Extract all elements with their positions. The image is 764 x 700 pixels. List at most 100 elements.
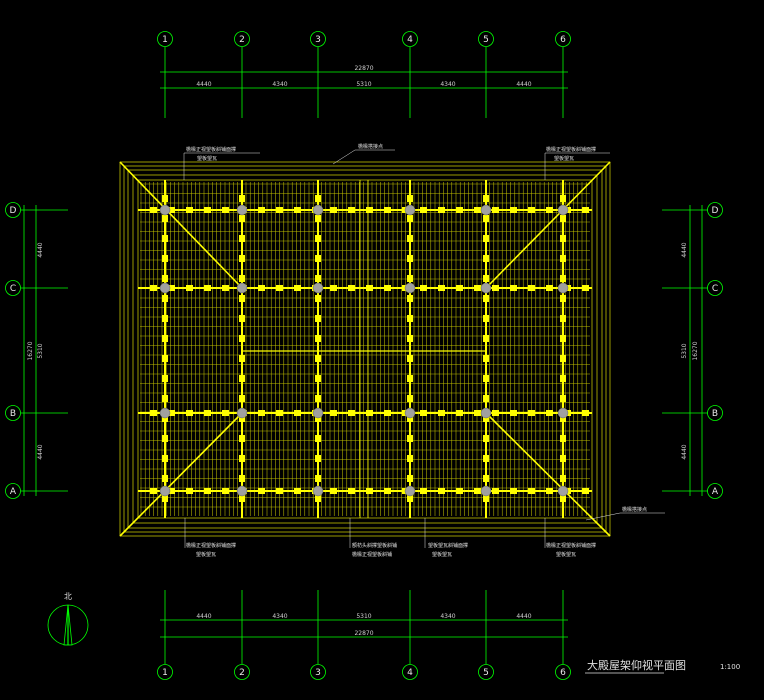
bracket-block: [528, 488, 535, 494]
bracket-block: [366, 285, 373, 291]
axis-bubble-right-D: D: [712, 206, 719, 216]
bracket-block: [239, 335, 245, 342]
column-marker: [404, 407, 416, 419]
bracket-block: [239, 375, 245, 382]
bracket-block: [258, 410, 265, 416]
dim-right-seg-3: 4440: [681, 444, 688, 459]
north-label: 北: [64, 592, 72, 601]
bracket-block: [186, 488, 193, 494]
bracket-block: [407, 375, 413, 382]
bracket-block: [276, 285, 283, 291]
bracket-block: [560, 195, 566, 202]
note-bottom-center2-1: 望板望瓦斜铺面撑: [428, 542, 468, 549]
bracket-block: [186, 207, 193, 213]
bracket-block: [546, 410, 553, 416]
note-bottom-center2-2: 望板望瓦: [432, 551, 452, 558]
axis-bubble-top-3: 3: [315, 35, 321, 45]
bracket-block: [150, 410, 157, 416]
rafter-lines-vertical: [140, 182, 587, 516]
bracket-block: [528, 410, 535, 416]
bracket-block: [162, 295, 168, 302]
bracket-block: [528, 285, 535, 291]
bracket-block: [366, 207, 373, 213]
dim-right-total: 16270: [692, 341, 699, 360]
bracket-block: [407, 315, 413, 322]
column-marker: [236, 282, 248, 294]
column-marker: [480, 204, 492, 216]
bracket-block: [420, 285, 427, 291]
note-bottom-center1-1: 额枋头斜撑望板斜铺: [352, 542, 397, 549]
bracket-block: [560, 475, 566, 482]
bracket-block: [407, 255, 413, 262]
bracket-block: [483, 355, 489, 362]
bracket-block: [162, 435, 168, 442]
bracket-block: [560, 275, 566, 282]
bracket-block: [315, 455, 321, 462]
dim-left-total: 16270: [27, 341, 34, 360]
bracket-block: [456, 410, 463, 416]
column-marker: [159, 282, 171, 294]
bracket-block: [330, 488, 337, 494]
bracket-block: [204, 285, 211, 291]
column-marker: [557, 282, 569, 294]
bracket-block: [258, 285, 265, 291]
axis-bubble-top-1: 1: [162, 35, 168, 45]
bracket-block: [162, 495, 168, 502]
bracket-block: [492, 285, 499, 291]
bracket-block: [407, 275, 413, 282]
bracket-block: [483, 375, 489, 382]
bracket-block: [560, 375, 566, 382]
bracket-block: [474, 488, 481, 494]
bracket-block: [162, 255, 168, 262]
bracket-block: [222, 488, 229, 494]
bracket-block: [150, 488, 157, 494]
note-top-right-1: 檐椽正视望板斜铺面撑: [546, 146, 596, 153]
bracket-block: [483, 195, 489, 202]
bracket-block: [407, 475, 413, 482]
bracket-block: [258, 488, 265, 494]
bracket-block: [239, 415, 245, 422]
bracket-block: [546, 488, 553, 494]
north-arrow: [47, 604, 89, 646]
bracket-block: [204, 207, 211, 213]
bracket-block: [315, 495, 321, 502]
bracket-block: [492, 410, 499, 416]
bracket-block: [315, 255, 321, 262]
axis-bubble-bottom-6: 6: [560, 668, 566, 678]
bracket-block: [330, 410, 337, 416]
column-marker: [480, 282, 492, 294]
bracket-block: [168, 207, 175, 213]
bracket-block: [162, 195, 168, 202]
bracket-block: [162, 315, 168, 322]
bracket-block: [582, 207, 589, 213]
bracket-block: [162, 415, 168, 422]
bracket-block: [315, 355, 321, 362]
bracket-block: [483, 215, 489, 222]
bracket-block: [168, 410, 175, 416]
bracket-block: [560, 415, 566, 422]
note-top-right-2: 望板望瓦: [554, 155, 574, 162]
column-marker: [404, 485, 416, 497]
bracket-block: [456, 207, 463, 213]
bracket-block: [560, 455, 566, 462]
bracket-block: [239, 215, 245, 222]
roof-plan: [119, 161, 611, 537]
note-bottom-center1-2: 檐椽正视望板斜铺: [352, 551, 392, 558]
note-top-left-1: 檐椽正视望板斜铺面撑: [186, 146, 236, 153]
bracket-block: [204, 488, 211, 494]
dim-right-seg-2: 5310: [681, 343, 688, 358]
column-marker: [480, 407, 492, 419]
dim-bottom-seg-1: 4440: [196, 613, 211, 620]
column-markers: [159, 204, 569, 497]
bracket-block: [560, 235, 566, 242]
bracket-block: [407, 295, 413, 302]
left-axis-group: [5, 202, 68, 499]
bracket-block: [560, 255, 566, 262]
bracket-block: [407, 455, 413, 462]
bracket-block: [483, 255, 489, 262]
bracket-block: [407, 415, 413, 422]
bracket-block: [560, 315, 566, 322]
bracket-block: [162, 235, 168, 242]
bracket-block: [420, 207, 427, 213]
bracket-block: [546, 207, 553, 213]
